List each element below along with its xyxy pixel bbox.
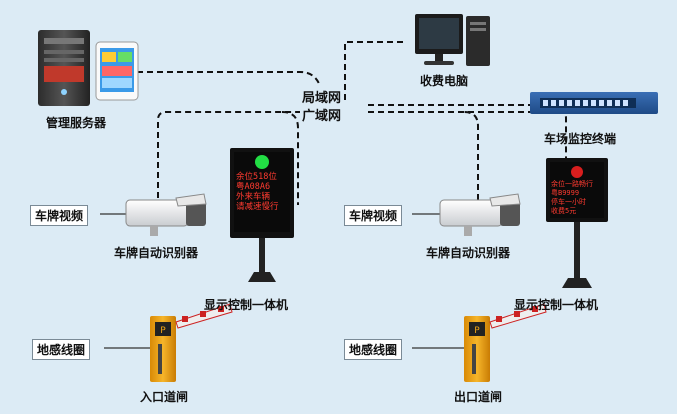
exit-display-label: 显示控制一体机: [514, 298, 599, 312]
exit-display-icon: [546, 158, 608, 288]
server-icon: [38, 30, 139, 106]
link-pc: [344, 41, 405, 100]
exit-camera-label: 车牌自动识别器: [426, 246, 511, 260]
exit-led-line: 余位一路畅行: [551, 180, 593, 188]
entrance-display-icon: [230, 148, 294, 282]
server-label: 管理服务器: [46, 116, 107, 130]
entrance-led-line: 余位518位: [236, 172, 277, 182]
svg-text:P: P: [474, 326, 480, 336]
link-exit-display: [368, 111, 567, 160]
entrance-display-label: 显示控制一体机: [204, 298, 289, 312]
svg-text:P: P: [160, 326, 166, 336]
exit-barrier-icon: P: [464, 303, 547, 382]
network-label: 局域网 广域网: [302, 90, 341, 126]
wan-label: 广域网: [302, 109, 342, 124]
switch-label: 车场监控终端: [544, 132, 617, 146]
link-server: [137, 71, 321, 87]
exit-camera-icon: [439, 193, 521, 236]
link-entrance-camera: [157, 111, 300, 198]
pc-icon: [415, 14, 490, 66]
entrance-led-line: 请减速慢行: [236, 202, 279, 212]
exit-gate-label: 出口道闸: [454, 390, 503, 404]
exit-led-line: 粤B9999: [551, 189, 580, 197]
link-exit-camera: [463, 111, 479, 200]
lan-label: 局域网: [302, 91, 342, 106]
entrance-gate-label: 入口道闸: [140, 390, 189, 404]
entrance-led-line: 外来车辆: [236, 192, 271, 202]
network-links: [137, 41, 567, 205]
exit-loop-label: 地感线圈: [344, 339, 403, 360]
exit-video-label: 车牌视频: [344, 205, 403, 226]
entrance-video-label: 车牌视频: [30, 205, 89, 226]
entrance-barrier-icon: P: [150, 303, 233, 382]
pc-label: 收费电脑: [420, 74, 469, 88]
entrance-led-line: 粤A08A6: [236, 182, 271, 192]
entrance-loop-label: 地感线圈: [32, 339, 91, 360]
switch-icon: [530, 92, 658, 114]
exit-led-line: 收费5元: [551, 207, 577, 215]
link-entrance-display: [281, 111, 299, 205]
label-connectors: [100, 213, 466, 349]
exit-led-line: 停车一小时: [551, 198, 586, 206]
entrance-led-text: 余位518位 粤A08A6 外来车辆 请减速慢行: [236, 172, 279, 212]
entrance-camera-icon: [125, 193, 207, 236]
exit-led-text: 余位一路畅行 粤B9999 停车一小时 收费5元: [551, 180, 593, 216]
entrance-camera-label: 车牌自动识别器: [114, 246, 199, 260]
